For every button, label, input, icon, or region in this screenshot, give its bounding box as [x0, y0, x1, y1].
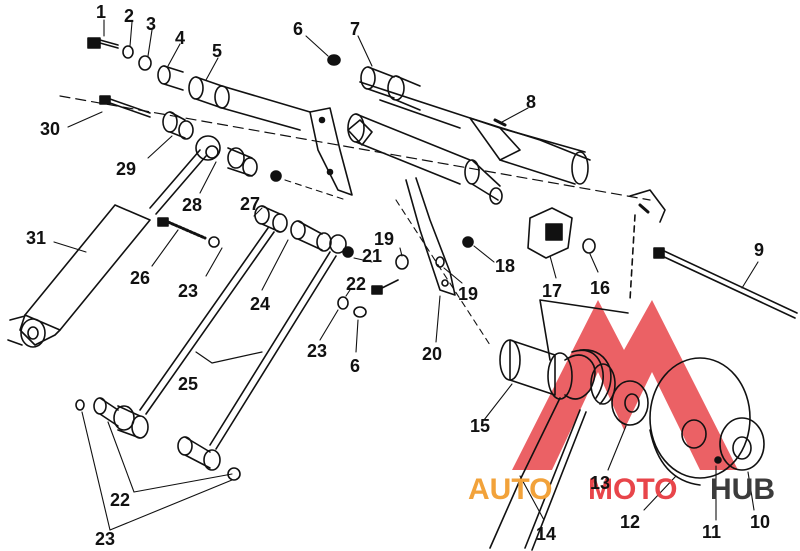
callout-22: 22: [346, 274, 366, 294]
watermark-wordmark: AUTO MOTO HUB: [468, 473, 775, 506]
bolt-part: [99, 95, 151, 118]
callout-19: 19: [458, 284, 478, 304]
callout-8: 8: [526, 92, 536, 112]
callout-23: 23: [307, 341, 327, 361]
callout-19: 19: [374, 229, 394, 249]
callout-2: 2: [124, 6, 134, 26]
callout-15: 15: [470, 416, 490, 436]
callout-29: 29: [116, 159, 136, 179]
callout-30: 30: [40, 119, 60, 139]
callout-28: 28: [182, 195, 202, 215]
mount-block: [527, 207, 573, 259]
watermark-logo: [512, 300, 738, 470]
tie-rod-lower: [93, 251, 337, 481]
washer-part: [75, 399, 85, 411]
callout-20: 20: [422, 344, 442, 364]
lever-arm: [405, 177, 456, 296]
callout-10: 10: [750, 512, 770, 532]
center-bracket: [309, 107, 503, 205]
callout-bracket-25: [195, 351, 263, 364]
washer-part: [138, 55, 152, 71]
callout-9: 9: [754, 240, 764, 260]
long-bolt: [653, 247, 798, 319]
tie-rod-upper: [139, 205, 354, 415]
callout-11: 11: [702, 522, 721, 542]
centerline: [59, 95, 651, 201]
callout-17: 17: [542, 281, 562, 301]
watermark-moto: MOTO: [588, 473, 677, 506]
shock-mount-sleeve: [195, 135, 282, 182]
callout-7: 7: [350, 19, 360, 39]
front-bushing-tube: [157, 65, 230, 109]
end-washer: [719, 417, 765, 471]
callout-25: 25: [178, 374, 198, 394]
watermark-hub: HUB: [710, 473, 775, 506]
callout-16: 16: [590, 278, 610, 298]
bolt-part: [371, 279, 399, 295]
callout-6: 6: [293, 19, 303, 39]
rear-cross-tube: [469, 117, 589, 185]
washer-part: [337, 296, 349, 310]
callout-6: 6: [350, 356, 360, 376]
upper-frame-tube: [221, 66, 591, 161]
torsion-spring: [489, 299, 629, 551]
callout-23: 23: [178, 281, 198, 301]
leader-lines: [53, 19, 759, 531]
callout-31: 31: [26, 228, 46, 248]
callout-5: 5: [212, 41, 222, 61]
washer-part: [582, 238, 596, 254]
callout-26: 26: [130, 268, 150, 288]
nut-part: [462, 236, 474, 248]
callout-23: 23: [95, 529, 115, 549]
callout-4: 4: [175, 28, 185, 48]
callout-14: 14: [536, 524, 556, 544]
callout-12: 12: [620, 512, 640, 532]
pin-part: [714, 456, 722, 464]
callout-18: 18: [495, 256, 515, 276]
right-bracket: [629, 189, 666, 301]
nut-part: [353, 306, 367, 318]
bolt-part: [157, 217, 220, 248]
shock-absorber: [7, 149, 207, 348]
callout-1: 1: [96, 2, 106, 22]
callout-21: 21: [362, 246, 382, 266]
callout-22: 22: [110, 490, 130, 510]
bushing-part: [162, 111, 194, 140]
callout-3: 3: [146, 14, 156, 34]
nut-part: [327, 54, 341, 66]
washer-part: [122, 45, 134, 59]
bolt-part: [87, 37, 119, 49]
watermark-auto: AUTO: [468, 473, 552, 506]
cover-plate: [649, 357, 751, 486]
callout-labels: 1 2 3 4 5 6 7 8 30 29 28 27 31 26 23 24 …: [26, 2, 770, 549]
callout-27: 27: [240, 194, 260, 214]
spring-washer: [611, 380, 649, 426]
watermark-triangle-mark: [512, 300, 738, 470]
washer-part: [395, 254, 409, 270]
washer-part: [435, 256, 445, 268]
callout-13: 13: [590, 473, 610, 493]
callout-24: 24: [250, 294, 270, 314]
